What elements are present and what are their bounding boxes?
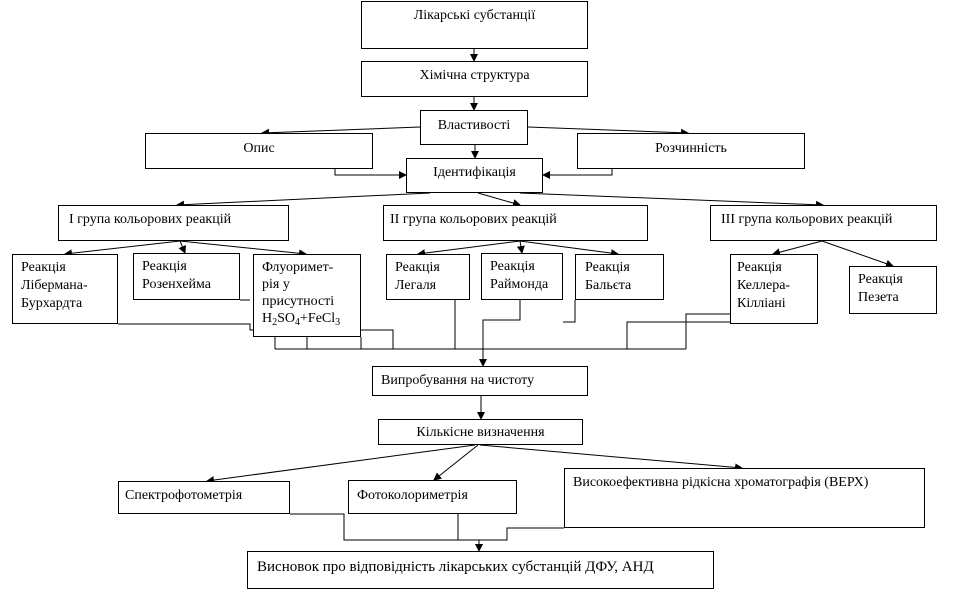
arrow-solubility-identification [542, 169, 613, 179]
box-conclusion: Висновок про відповідність лікарських су… [247, 551, 714, 589]
box-fluorimetry: Флуоримет- рія у присутності H2SO4+FeCl3 [253, 254, 361, 337]
box-substances: Лікарські субстанції [361, 1, 588, 49]
fluor-line-1: Флуоримет- [262, 260, 334, 275]
box-purity-test-label: Випробування на чистоту [381, 373, 535, 388]
formula-so: SO [277, 311, 296, 326]
box-group2-label: II група кольорових реакцій [390, 212, 557, 227]
arrow-group2-raymond [516, 240, 525, 254]
line-keller-collector [626, 321, 730, 349]
box-solubility: Розчинність [577, 133, 805, 169]
box-group3: III група кольорових реакцій [710, 205, 937, 241]
liberman-line-1: Реакція [21, 260, 66, 275]
box-chemical-structure-label: Хімічна структура [419, 68, 530, 83]
box-group2: II група кольорових реакцій [383, 205, 648, 241]
legal-line-2: Легаля [395, 278, 437, 293]
formula-fecl: +FeCl [300, 311, 336, 326]
keller-line-3: Кілліані [737, 296, 786, 311]
box-quantitative-label: Кількісне визначення [416, 425, 545, 440]
baljet-line-1: Реакція [585, 260, 630, 275]
box-identification-label: Ідентифікація [433, 165, 516, 180]
box-photocolorimetry: Фотоколориметрія [348, 480, 517, 514]
box-spectrophotometry-label: Спектрофотометрія [125, 488, 243, 503]
liberman-line-2: Лібермана- [21, 278, 88, 293]
box-quantitative: Кількісне визначення [378, 419, 583, 445]
box-purity-test: Випробування на чистоту [372, 366, 588, 396]
box-reaction-liberman: Реакція Лібермана- Бурхардта [12, 254, 118, 324]
box-chemical-structure: Хімічна структура [361, 61, 588, 97]
line-hplc-conclusion [479, 527, 564, 541]
box-photocolorimetry-label: Фотоколориметрія [357, 488, 468, 503]
arrow-quant-hplc [479, 444, 743, 472]
box-description-label: Опис [243, 141, 275, 156]
pesez-line-2: Пезета [858, 290, 899, 305]
keller-line-1: Реакція [737, 260, 782, 275]
arrow-group3-keller [772, 240, 823, 257]
pesez-line-1: Реакція [858, 272, 903, 287]
box-properties: Властивості [420, 110, 528, 145]
arrow-quant-photocolor [433, 444, 479, 481]
arrow-group1-liberman [64, 240, 181, 258]
box-reaction-baljet: Реакція Бальєта [575, 254, 664, 300]
box-reaction-legal: Реакція Легаля [386, 254, 470, 300]
arrow-collector-purity [479, 300, 521, 367]
arrow-description-identification [334, 169, 407, 179]
arrow-identification-group1 [176, 192, 431, 209]
formula-sub-2: 2 [272, 317, 278, 328]
arrow-group1-rosenheim [178, 240, 186, 254]
rosenheim-line-2: Розенхейма [142, 277, 212, 292]
baljet-line-2: Бальєта [585, 278, 632, 293]
fluor-line-3: присутності [262, 294, 335, 309]
arrow-properties-description [261, 126, 421, 137]
arrow-identification-group2 [477, 192, 521, 207]
box-reaction-raymond: Реакція Раймонда [481, 253, 563, 300]
box-group3-label: III група кольорових реакцій [721, 212, 893, 227]
box-reaction-rosenheim: Реакція Розенхейма [133, 253, 240, 300]
formula-sub-4: 4 [295, 317, 301, 328]
arrow-group2-baljet [519, 240, 619, 258]
box-group1: I група кольорових реакцій [58, 205, 289, 241]
raymond-line-2: Раймонда [490, 277, 549, 292]
box-description: Опис [145, 133, 373, 169]
line-baljet-collector [563, 300, 576, 323]
raymond-line-1: Реакція [490, 259, 535, 274]
box-reaction-pesez: Реакція Пезета [849, 266, 937, 314]
box-reaction-keller: Реакція Келлера- Кілліані [730, 254, 818, 324]
arrow-properties-solubility [527, 126, 689, 137]
line-keller-collector-2 [685, 313, 730, 349]
box-conclusion-label: Висновок про відповідність лікарських су… [257, 559, 654, 575]
arrow-quant-spectro [206, 444, 476, 485]
formula-sub-3: 3 [335, 317, 341, 328]
formula-h: H [262, 311, 273, 326]
box-properties-label: Властивості [437, 118, 511, 133]
arrow-identification-group3 [519, 192, 824, 209]
legal-line-1: Реакція [395, 260, 440, 275]
box-group1-label: I група кольорових реакцій [69, 212, 232, 227]
box-solubility-label: Розчинність [655, 141, 727, 156]
box-hplc: Високоефективна рідкісна хроматографія (… [564, 468, 925, 528]
line-spectro-conclusion [290, 513, 479, 541]
fluor-formula: H2SO4+FeCl3 [262, 310, 360, 328]
arrow-group1-fluor [179, 240, 307, 258]
arrow-group2-legal [417, 240, 521, 258]
rosenheim-line-1: Реакція [142, 259, 187, 274]
fluor-line-2: рія у [262, 277, 290, 292]
box-spectrophotometry: Спектрофотометрія [118, 481, 290, 514]
arrow-group3-pesez [821, 240, 894, 268]
box-identification: Ідентифікація [406, 158, 543, 193]
keller-line-2: Келлера- [737, 278, 791, 293]
liberman-line-3: Бурхардта [21, 296, 83, 311]
box-substances-label: Лікарські субстанції [413, 8, 536, 23]
box-hplc-label: Високоефективна рідкісна хроматографія (… [573, 475, 869, 490]
line-liberman-collector [118, 323, 394, 349]
